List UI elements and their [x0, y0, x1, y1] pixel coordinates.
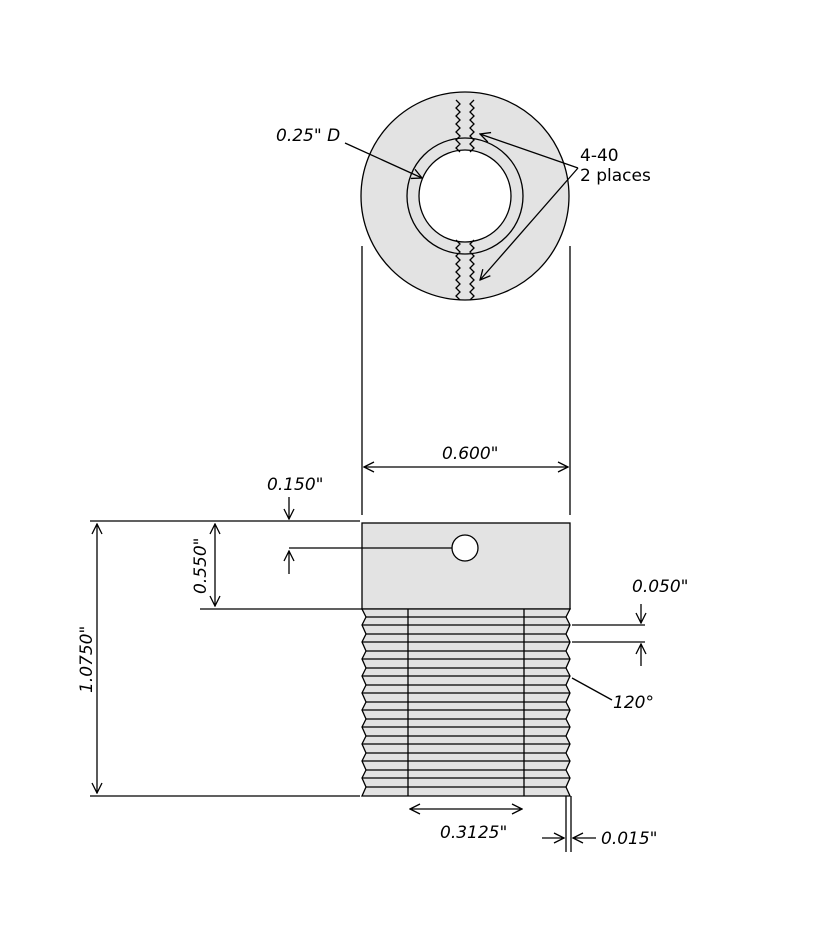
thread-lines	[362, 616, 570, 788]
hole-offset-x-label: 0.150"	[267, 475, 324, 495]
hole-offset-y-label: 0.550"	[191, 538, 211, 595]
angle-leader	[571, 677, 613, 701]
inner-ring	[406, 137, 524, 255]
inner-width-label: 0.3125"	[440, 823, 507, 843]
total-height-label: 1.0750"	[77, 626, 97, 693]
outer-width-label: 0.600"	[442, 444, 499, 464]
thread-leader-top	[480, 134, 579, 169]
bore-diameter-label: 0.25" D	[276, 126, 340, 146]
thread-count-label: 2 places	[580, 166, 651, 186]
thread-spec-label: 4-40	[580, 146, 619, 166]
thread-leader-bottom	[480, 167, 579, 280]
threaded-hole-top	[455, 99, 475, 153]
thread-depth-label: 0.015"	[601, 829, 658, 849]
bore-leader	[344, 142, 422, 178]
side-view	[360, 522, 572, 797]
threaded-hole-bottom	[455, 239, 475, 301]
top-view: 0.25" D 4-40 2 places	[276, 91, 651, 301]
thread-angle-label: 120°	[613, 693, 654, 713]
cross-hole	[451, 534, 479, 562]
bore-circle	[418, 149, 512, 243]
thread-pitch-label: 0.050"	[632, 577, 689, 597]
